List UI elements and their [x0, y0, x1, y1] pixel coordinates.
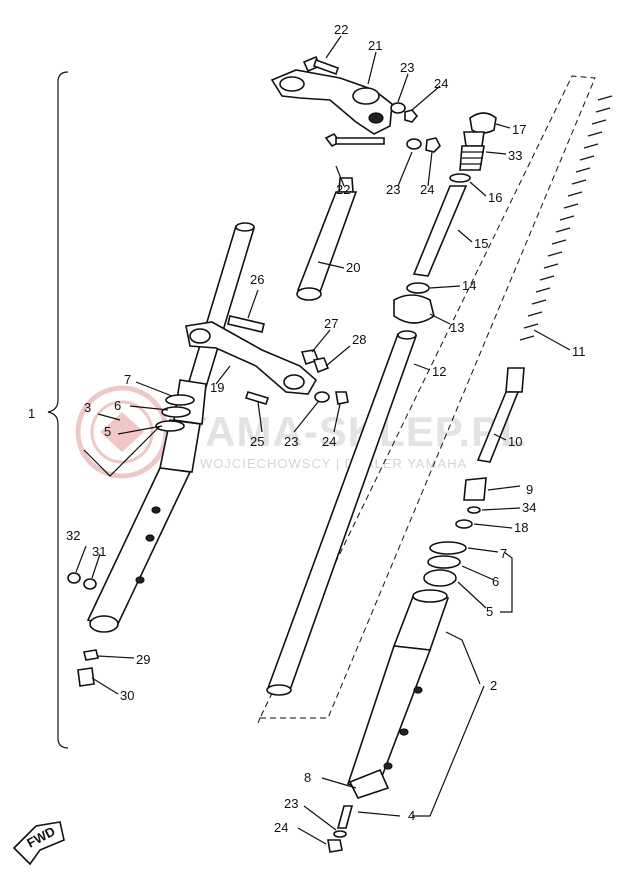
label-part-21: 21: [368, 38, 382, 53]
part-34-clip: [467, 506, 481, 514]
part-26-bolt: [227, 315, 265, 333]
part-23-washer-d: [333, 830, 347, 838]
label-part-34: 34: [522, 500, 536, 515]
part-10-damper-rod: [476, 367, 525, 463]
fwd-arrow-icon: FWD: [12, 821, 65, 866]
part-17-cap: [469, 112, 497, 134]
part-33-cap-bolt: [459, 131, 485, 171]
part-23-washer-b: [406, 138, 422, 150]
label-part-23-b: 23: [386, 182, 400, 197]
watermark: YAMA-SKLEP.PL WOJCIECHOWSCY | DEALER YAM…: [75, 385, 527, 479]
label-part-31: 31: [92, 544, 106, 559]
part-18-seat: [455, 519, 473, 529]
part-6-washer-left: [161, 406, 191, 418]
part-11-fork-spring: [519, 95, 613, 341]
part-30-drain-bolt: [77, 667, 95, 687]
part-2-outer-tube: [346, 589, 450, 799]
part-23-washer-c: [314, 391, 330, 403]
label-part-9: 9: [526, 482, 533, 497]
part-14-washer: [406, 282, 430, 294]
assembly-1-bracket: [47, 71, 69, 749]
label-part-5-left: 5: [104, 424, 111, 439]
label-part-8: 8: [304, 770, 311, 785]
leader-lines: [75, 35, 571, 845]
label-part-6-right: 6: [492, 574, 499, 589]
part-labels: 1 2 3 4 5 5 6 6 7 7 8 9 10 11 12 13 14 1…: [28, 22, 586, 835]
label-part-33: 33: [508, 148, 522, 163]
label-part-4: 4: [408, 808, 415, 823]
part-7-clip-right: [429, 541, 467, 555]
watermark-seal-icon: [75, 385, 169, 479]
label-part-24-d: 24: [274, 820, 288, 835]
label-part-23-c: 23: [284, 434, 298, 449]
watermark-subtitle: WOJCIECHOWSCY | DEALER YAMAHA: [200, 456, 467, 471]
part-12-inner-tube: [266, 330, 418, 696]
label-part-22-upper: 22: [334, 22, 348, 37]
label-part-2: 2: [490, 678, 497, 693]
label-part-7-left: 7: [124, 372, 131, 387]
internal-parts-frame-edge: [257, 712, 263, 724]
part-24-nut-b: [425, 137, 441, 153]
part-24-nut-a: [404, 109, 419, 123]
label-part-20: 20: [346, 260, 360, 275]
part-22-bolt-lower: [324, 132, 385, 148]
label-part-27: 27: [324, 316, 338, 331]
label-part-17: 17: [512, 122, 526, 137]
part-24-nut-c: [335, 391, 349, 405]
label-part-28: 28: [352, 332, 366, 347]
part-28-nut: [312, 357, 330, 374]
part-4-bolt-right: [336, 805, 354, 829]
label-part-5-right: 5: [486, 604, 493, 619]
label-part-25: 25: [250, 434, 264, 449]
part-29-washer-left: [83, 649, 99, 661]
part-25-bolt: [244, 391, 270, 405]
label-part-12: 12: [432, 364, 446, 379]
label-part-13: 13: [450, 320, 464, 335]
part-31-washer-left: [83, 578, 97, 590]
label-part-23-a: 23: [400, 60, 414, 75]
label-part-10: 10: [508, 434, 522, 449]
label-part-29: 29: [136, 652, 150, 667]
label-part-32: 32: [66, 528, 80, 543]
part-19-under-bracket: [185, 321, 318, 395]
watermark-brand: YAMA-SKLEP.PL: [180, 408, 527, 455]
part-21-handle-crown: [270, 69, 393, 135]
label-part-19: 19: [210, 380, 224, 395]
part-32-bolt-left: [67, 572, 81, 584]
part-23-washer-a: [390, 102, 406, 114]
part-9-taper-spindle: [463, 477, 487, 501]
left-fork-assembly: [86, 222, 256, 633]
label-part-24-c: 24: [322, 434, 336, 449]
label-part-23-d: 23: [284, 796, 298, 811]
label-part-11: 11: [572, 344, 586, 359]
internal-parts-frame: [259, 75, 596, 719]
part-5-seal-right: [423, 569, 457, 587]
label-part-22-lower: 22: [336, 182, 350, 197]
label-part-16: 16: [488, 190, 502, 205]
part-16-o-ring: [449, 173, 471, 183]
label-part-1: 1: [28, 406, 35, 421]
label-part-30: 30: [120, 688, 134, 703]
part-15-spacer: [412, 185, 468, 277]
label-part-15: 15: [474, 236, 488, 251]
label-part-6-left: 6: [114, 398, 121, 413]
label-part-3: 3: [84, 400, 91, 415]
label-part-24-a: 24: [434, 76, 448, 91]
label-part-24-b: 24: [420, 182, 434, 197]
part-6-washer-right: [427, 555, 461, 569]
label-part-18: 18: [514, 520, 528, 535]
part-22-bolt-upper: [302, 55, 340, 76]
label-part-7-right: 7: [500, 546, 507, 561]
label-part-14: 14: [462, 278, 476, 293]
label-part-26: 26: [250, 272, 264, 287]
part-7-clip-left: [165, 394, 195, 406]
part-13-seat: [393, 294, 435, 324]
part-20-steering-stem: [296, 177, 358, 301]
part-24-nut-d: [327, 839, 343, 853]
part-5-seal-left: [155, 420, 185, 432]
